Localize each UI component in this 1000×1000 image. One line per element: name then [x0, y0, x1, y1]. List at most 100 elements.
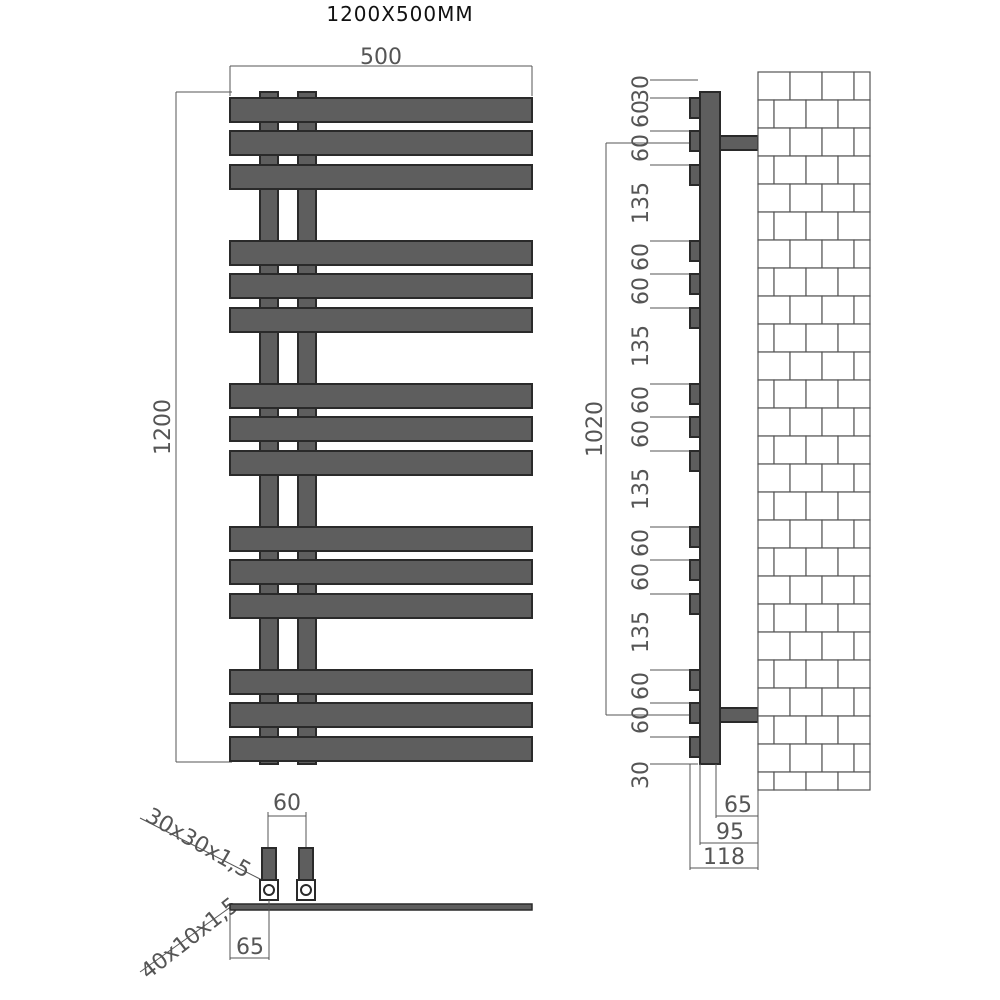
top-tube-left [261, 847, 277, 885]
side-view: 1020 30 60 60 135 60 60 135 60 60 135 60… [583, 71, 871, 870]
brick [789, 687, 823, 717]
brick [789, 183, 823, 213]
bar-stub [689, 669, 701, 691]
brick [821, 631, 855, 661]
spacing-label: 60 [629, 134, 654, 162]
top-tube-right [298, 847, 314, 885]
brick [757, 435, 775, 465]
brick [757, 771, 775, 791]
brick [757, 687, 791, 717]
brick [773, 155, 807, 185]
brick [853, 127, 871, 157]
spacing-label: 60 [629, 529, 654, 557]
tube-size-label: 30x30x1,5 [141, 804, 255, 884]
brick [853, 631, 871, 661]
brick [805, 323, 839, 353]
height-label: 1200 [151, 399, 176, 455]
side-bar-stubs [689, 97, 701, 758]
spacing-label: 30 [629, 75, 654, 103]
bar-stub [689, 526, 701, 548]
bar-stub [689, 273, 701, 295]
bar-stub [689, 164, 701, 186]
horizontal-bar [229, 450, 533, 476]
bar-stub [689, 383, 701, 405]
brick [773, 267, 807, 297]
brick [821, 687, 855, 717]
top-tube-hole-right [300, 884, 312, 896]
spacing-label: 60 [629, 420, 654, 448]
brick [757, 743, 791, 773]
brick [757, 267, 775, 297]
offset-label: 65 [236, 935, 264, 960]
top-view: 60 30x30x1,5 40x10x1,5 65 [136, 791, 533, 985]
bar-group-2 [229, 240, 533, 333]
brick [853, 295, 871, 325]
brick [805, 99, 839, 129]
brick [853, 407, 871, 437]
brick [789, 519, 823, 549]
brick [757, 183, 791, 213]
brick [853, 575, 871, 605]
brick [773, 99, 807, 129]
bar-stub [689, 240, 701, 262]
brick [853, 687, 871, 717]
brick [837, 547, 871, 577]
brick [805, 379, 839, 409]
depth-label: 118 [703, 845, 745, 870]
brick [837, 603, 871, 633]
brick [837, 211, 871, 241]
horizontal-bar [229, 559, 533, 585]
brick [805, 267, 839, 297]
brick [789, 351, 823, 381]
bar-stub [689, 736, 701, 758]
brick [757, 155, 775, 185]
brick [837, 659, 871, 689]
bar-size-label: 40x10x1,5 [136, 893, 244, 985]
brick [789, 743, 823, 773]
brick [773, 659, 807, 689]
horizontal-bar [229, 669, 533, 695]
brick [757, 323, 775, 353]
brick [853, 183, 871, 213]
brick [853, 71, 871, 101]
brick [805, 547, 839, 577]
horizontal-bar [229, 240, 533, 266]
brick [773, 715, 807, 745]
spacing-label: 60 [629, 277, 654, 305]
brick [773, 603, 807, 633]
brick [757, 127, 791, 157]
brick [789, 463, 823, 493]
brick [773, 379, 807, 409]
tube-spacing-label: 60 [273, 791, 301, 816]
brick [805, 211, 839, 241]
brick [757, 407, 791, 437]
spacing-label: 60 [629, 100, 654, 128]
width-label: 500 [360, 45, 402, 70]
horizontal-bar [229, 273, 533, 299]
brick [853, 519, 871, 549]
wall-bracket-bottom [719, 707, 759, 723]
bar-stub [689, 97, 701, 119]
brick [837, 323, 871, 353]
brick [821, 575, 855, 605]
brick-wall [757, 71, 871, 791]
bar-group-3 [229, 383, 533, 476]
brick [757, 715, 775, 745]
brick [821, 127, 855, 157]
brick [757, 575, 791, 605]
bar-stub [689, 593, 701, 615]
brick [837, 715, 871, 745]
spacing-label: 135 [629, 182, 654, 224]
top-tube-hole-left [263, 884, 275, 896]
brick [757, 71, 791, 101]
spacing-label: 60 [629, 706, 654, 734]
horizontal-bar [229, 736, 533, 762]
spacing-label: 60 [629, 672, 654, 700]
horizontal-bar [229, 164, 533, 190]
brick [837, 99, 871, 129]
brick [773, 323, 807, 353]
spacing-label: 135 [629, 468, 654, 510]
brick [789, 631, 823, 661]
spacing-label: 60 [629, 243, 654, 271]
brick [837, 155, 871, 185]
